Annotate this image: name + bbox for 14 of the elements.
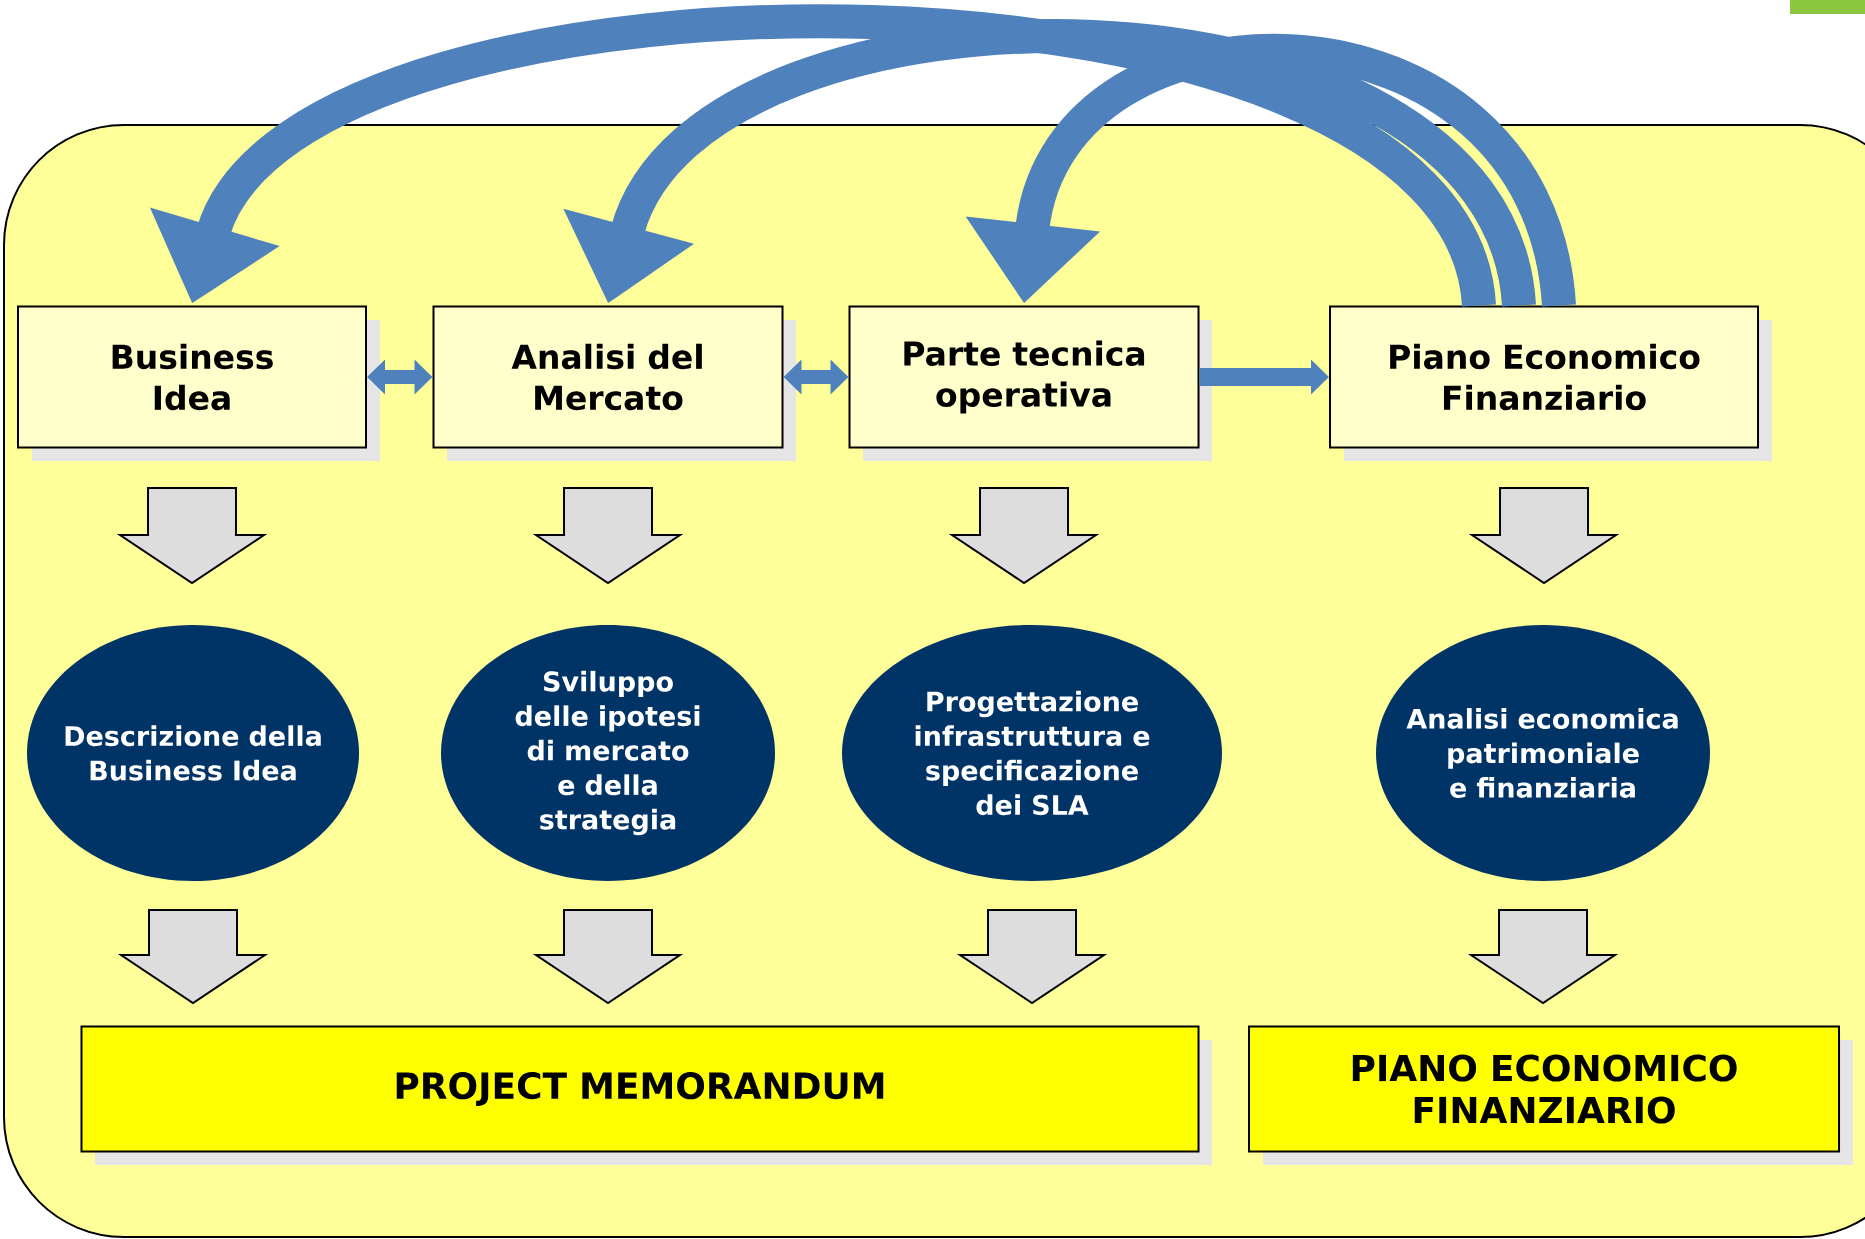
process-box: Parte tecnica operativa xyxy=(848,305,1212,461)
banner-box: PIANO ECONOMICO FINANZIARIO xyxy=(1248,1025,1854,1165)
block-arrow xyxy=(1467,909,1619,1005)
process-box: Analisi del Mercato xyxy=(432,305,796,461)
block-arrow xyxy=(116,487,268,585)
block-arrow xyxy=(948,487,1100,585)
banner-box: PROJECT MEMORANDUM xyxy=(80,1025,1212,1165)
block-arrow xyxy=(532,487,684,585)
block-arrow xyxy=(956,909,1108,1005)
block-arrow xyxy=(1468,487,1620,585)
block-arrow xyxy=(532,909,684,1005)
block-arrow xyxy=(117,909,269,1005)
process-box: Piano Economico Finanziario xyxy=(1329,305,1772,461)
process-box: Business Idea xyxy=(17,305,380,461)
